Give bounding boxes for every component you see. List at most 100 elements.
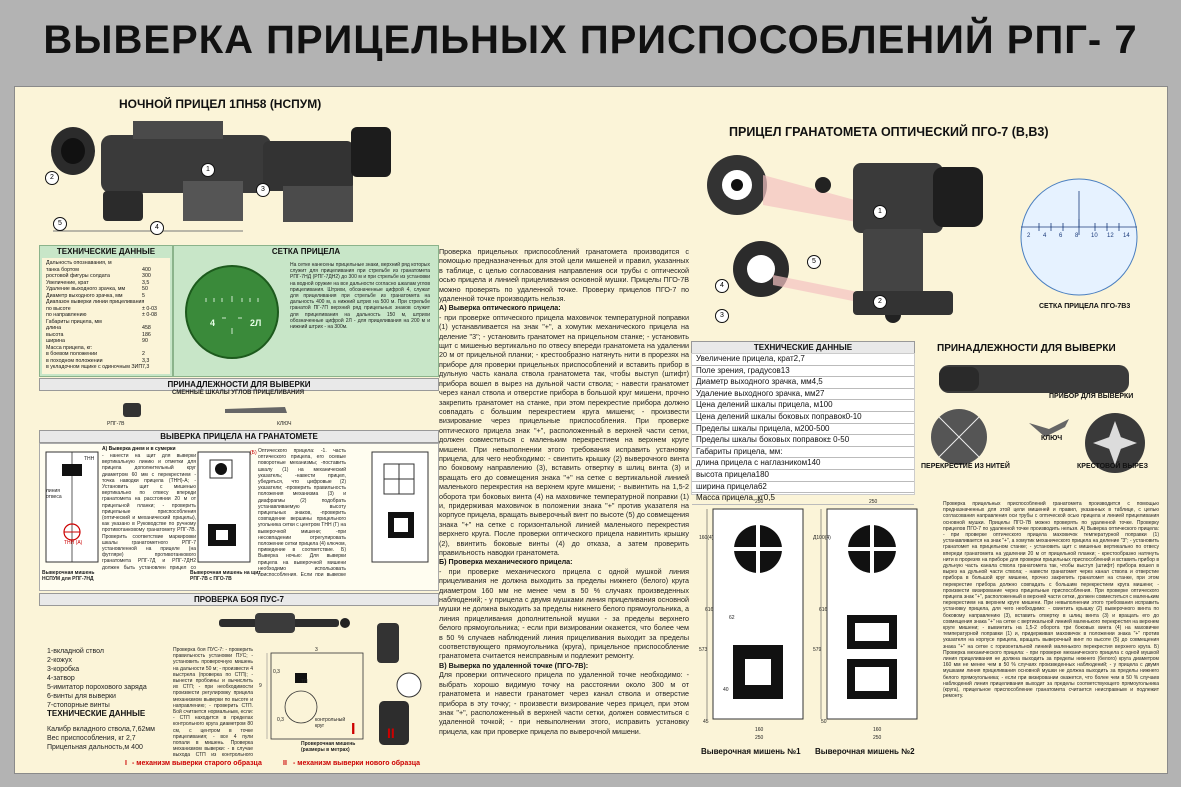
pgo-callout-3: 3 — [715, 309, 729, 323]
mech-old-label: - механизм выверки старого образца — [132, 760, 262, 767]
night-tech-row: ширина 90 — [46, 338, 166, 345]
accessories-drawing — [123, 403, 287, 417]
dim-03-a: 0,3 — [273, 669, 280, 675]
procedure-a-text: - при проверке оптического прицела махов… — [439, 312, 689, 557]
night-tech-row-label: в боевом положении — [46, 351, 98, 357]
mech-old-roman: I — [125, 760, 127, 767]
night-tech-row-label: Диапазон выверки линии прицеливания — [46, 299, 145, 305]
pgo-target-drawing — [197, 451, 251, 563]
procedure-b-title: Б) Проверка механического прицела: — [439, 557, 573, 567]
pgo-tech-row-label: Пределы шкалы боковых поправок — [696, 435, 827, 445]
reticle-number: 12 — [1107, 233, 1114, 239]
pgo-tech-row-value: ± 0-50 — [826, 435, 850, 445]
night-tech-row-value: 90 — [142, 338, 148, 344]
pgo-targets-drawing — [706, 508, 918, 720]
pus-device-drawing — [219, 613, 350, 633]
reticle-number: 8 — [1075, 233, 1079, 239]
check-target-caption: Проверочная мишень (размеры в метрах) — [301, 741, 356, 754]
night-target-drawing — [45, 451, 99, 563]
t1-dim-160: 160 — [755, 727, 764, 733]
pus-part-item: 3-коробка — [47, 666, 80, 673]
pgo-reticle-caption: СЕТКА ПРИЦЕЛА ПГО-7В3 — [1039, 303, 1131, 310]
night-tech-row-value: ± 0-08 — [142, 312, 157, 318]
night-tech-row-label: в укладочном ящике с одиночным ЗИП — [46, 364, 143, 370]
accessory-key-label: КЛЮЧ — [277, 421, 292, 427]
t2-dim-50: 50 — [821, 719, 827, 725]
pgo-tech-row: Поле зрения, градусов13 — [692, 366, 914, 378]
pgo-tech-row-label: Габариты прицела, мм: — [696, 446, 783, 456]
t1-dim-573: 573 — [699, 647, 708, 653]
night-tech-row: Габариты прицела, мм — [46, 319, 166, 326]
pgo-tech-row: высота прицела180 — [692, 470, 914, 482]
night-tech-row-label: ширина — [46, 338, 65, 344]
procedure-intro: Проверка прицельных приспособлений грана… — [439, 247, 689, 304]
pus-part-item: 2-кожух — [47, 657, 72, 664]
pgo-tech-row-value: 140 — [807, 458, 821, 468]
reticle-title: СЕТКА ПРИЦЕЛА — [174, 246, 438, 258]
night-tech-row: Дальность опознавания, м — [46, 260, 166, 267]
pgo-tech-row-value: 62 — [757, 481, 767, 491]
night-tech-row-label: по направлению — [46, 312, 87, 318]
reticle-number: 10 — [1091, 233, 1098, 239]
pgo-illustration — [707, 155, 983, 323]
mech-new-label: - механизм выверки нового образца — [293, 760, 421, 767]
procedure-c-text: Для проверки оптического прицела по удал… — [439, 670, 689, 736]
alignment-panel: линия отвеса ТНН (А) ТНН Выверочная мише… — [39, 443, 439, 591]
pgo-side-text: Проверка прицельных приспособлений грана… — [943, 501, 1159, 700]
t1-dim-top: 250 — [755, 499, 764, 505]
callout-4: 4 — [150, 221, 164, 235]
t2-dim-top: 250 — [869, 499, 878, 505]
target-label-tnn-a: ТНН (А) — [64, 540, 83, 546]
pgo-tech-row: Пределы шкалы прицела, м200-500 — [692, 424, 914, 436]
target-2-caption: Выверочная мишень №2 — [815, 747, 915, 756]
pgo-tech-row-label: Цена делений шкалы прицела, м — [696, 400, 820, 410]
night-tech-row-label: в походном положении — [46, 357, 103, 364]
night-tech-row-value: 186 — [142, 331, 151, 338]
pgo-tech-row-label: ширина прицела — [696, 481, 758, 491]
alignment-optical-text: Оптического прицела: -1. часть оптическо… — [258, 448, 346, 576]
night-tech-row: в походном положении 3,3 — [46, 358, 166, 365]
control-circle-label: контрольный круг — [315, 717, 346, 730]
pgo-tech-row-value: 0-10 — [845, 411, 862, 421]
night-tech-row-value: 3,3 — [142, 357, 150, 364]
pus-part-item: 5-имитатор порохового заряда — [47, 684, 147, 691]
night-tech-row-label: Удаление выходного зрачка, мм — [46, 286, 126, 292]
night-tech-row-value: 50 — [142, 286, 148, 292]
night-tech-row: по высоте± 0-03 — [46, 306, 166, 313]
combat-tech-item: Прицельная дальность,м 400 — [47, 744, 143, 751]
pgo-key-label: КЛЮЧ — [1041, 435, 1063, 442]
night-tech-row-label: по высоте — [46, 305, 71, 312]
pgo-tech-row: Масса прицела, кг0,5 — [692, 493, 914, 505]
pgo-tech-row-value: 13 — [780, 365, 790, 375]
pgo-tech-row-label: Удаление выходного зрачка, мм — [696, 388, 816, 398]
night-reticle-panel: СЕТКА ПРИЦЕЛА 4 2Л На сетке нанесены при… — [173, 245, 439, 377]
pgo-tech-row: Удаление выходного зрачка, мм27 — [692, 389, 914, 401]
procedure-a-title: А) Выверка оптического прицела: — [439, 303, 561, 313]
t1-dim-616: 616 — [705, 607, 714, 613]
dim-9: 9 — [259, 683, 262, 689]
reticle-mark-left: 4 — [210, 318, 216, 328]
t2-dim-160: 160 — [873, 727, 882, 733]
night-tech-row-value: 400 — [142, 266, 151, 273]
night-tech-row-value: 458 — [142, 325, 151, 331]
pgo-tech-row: Цена делений шкалы прицела, м100 — [692, 400, 914, 412]
alignment-title: ВЫВЕРКА ПРИЦЕЛА НА ГРАНАТОМЕТЕ — [39, 430, 439, 443]
night-tech-row-value: 2 — [142, 351, 145, 357]
pgo-callout-2: 2 — [873, 295, 887, 309]
night-tech-row-label: длина — [46, 325, 62, 331]
pgo-tech-row-label: длина прицела с наглазником — [696, 458, 808, 468]
callout-1: 1 — [201, 163, 215, 177]
procedure-b-text: - при проверке механического прицела с о… — [439, 566, 689, 661]
t1-dim-250b: 250 — [755, 735, 764, 741]
target-1-caption: Выверочная мишень №1 — [701, 747, 801, 756]
t1-dim-40: 40 — [723, 687, 729, 693]
night-tech-row: Удаление выходного зрачка, мм 50 — [46, 286, 166, 293]
pgo-callout-4: 4 — [715, 279, 729, 293]
alignment-day-title: А) Выверка днем и в сумерки — [102, 446, 176, 452]
night-tech-row-label: Дальность опознавания, м — [46, 260, 112, 266]
callout-5: 5 — [53, 217, 67, 231]
